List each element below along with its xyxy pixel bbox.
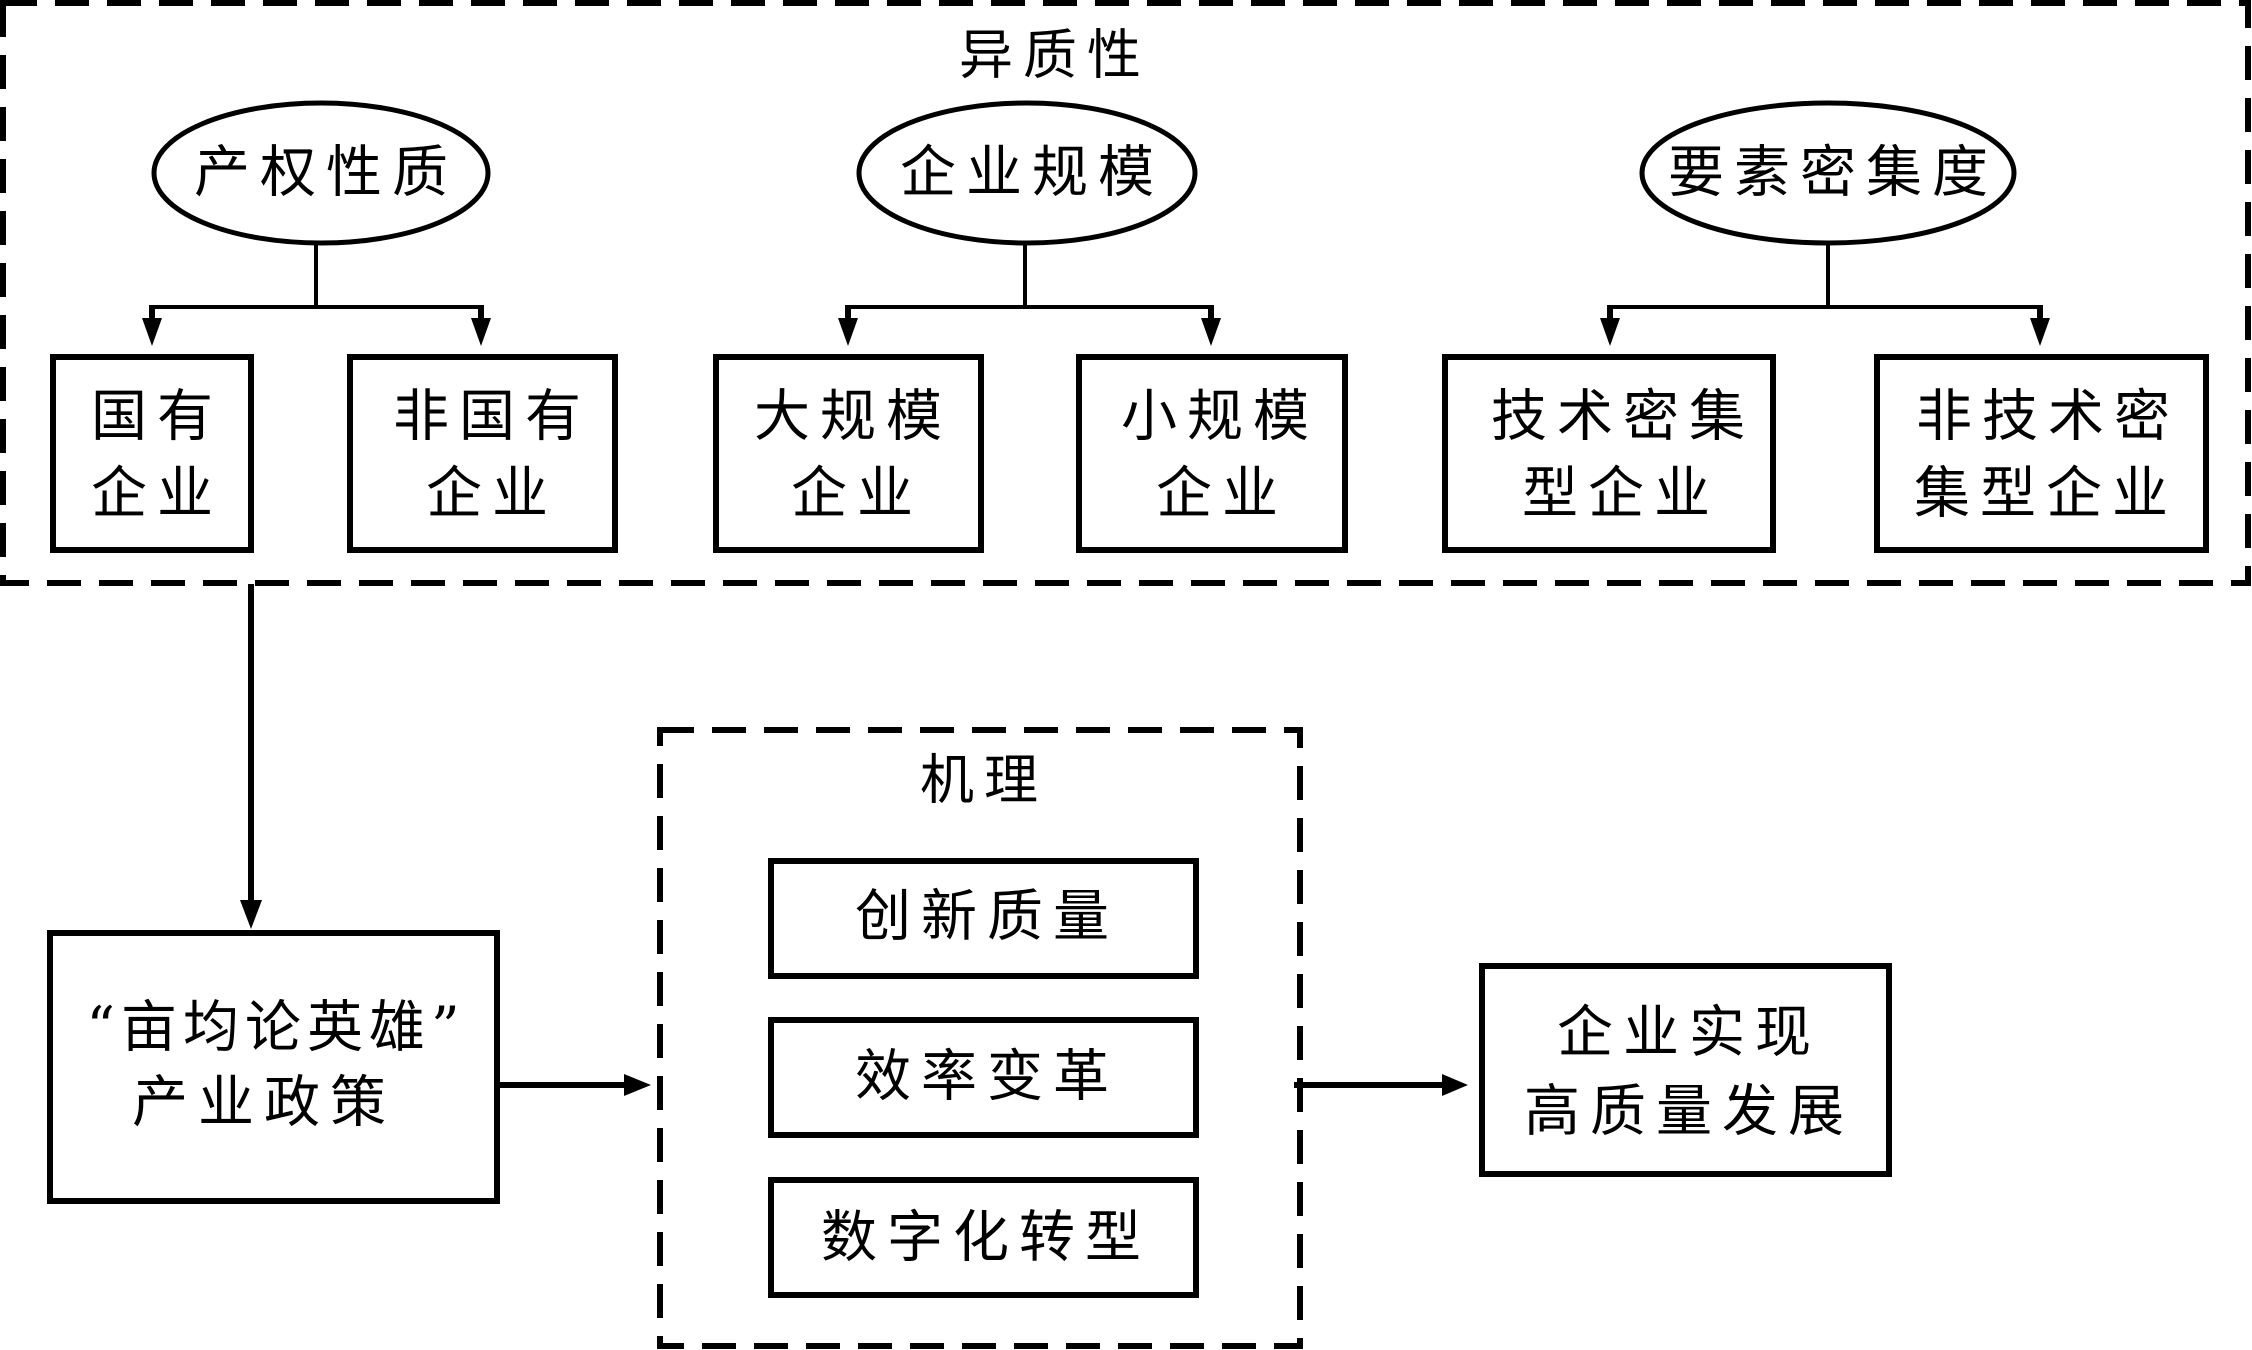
- group-ownership: 产权性质 国有 企业 非国有 企业: [50, 100, 618, 553]
- non-state-owned-line-1: 非国有: [393, 385, 591, 450]
- small-firm-line-2: 企业: [1156, 462, 1288, 527]
- large-firm-line-2: 企业: [791, 462, 923, 527]
- policy-line-2: 产业政策: [132, 1071, 396, 1136]
- ownership-connector: [152, 243, 481, 309]
- large-firm-line-1: 大规模: [754, 385, 952, 450]
- arrowhead-icon: [1442, 1074, 1468, 1096]
- firm-size-label: 企业规模: [900, 141, 1164, 206]
- state-owned-box: [50, 354, 254, 553]
- non-state-owned-box: [347, 354, 618, 553]
- non-tech-intensive-box: [1874, 354, 2209, 553]
- arrowhead-icon: [1201, 318, 1221, 346]
- tech-intensive-line-1: 技术密集: [1491, 385, 1755, 450]
- arrowhead-icon: [240, 900, 262, 929]
- arrow-heterogeneity-to-policy: [240, 584, 262, 929]
- arrow-mechanism-to-outcome: [1294, 1074, 1468, 1096]
- heterogeneity-container: [0, 0, 2251, 586]
- outcome-line-2: 高质量发展: [1524, 1080, 1854, 1145]
- mechanism-item-innovation-quality: 创新质量: [855, 885, 1119, 950]
- tech-intensive-box: [1442, 354, 1776, 553]
- arrowhead-icon: [142, 318, 162, 346]
- arrowhead-icon: [838, 318, 858, 346]
- outcome-line-1: 企业实现: [1557, 1001, 1821, 1066]
- heterogeneity-title: 异质性: [959, 24, 1151, 87]
- outcome-group: 企业实现 高质量发展: [1479, 963, 1892, 1177]
- non-tech-intensive-line-1: 非技术密: [1916, 385, 2180, 450]
- non-tech-intensive-line-2: 集型企业: [1914, 462, 2178, 527]
- small-firm-line-1: 小规模: [1121, 385, 1319, 450]
- mechanism-item-digital-transformation: 数字化转型: [821, 1206, 1151, 1271]
- factor-intensity-connector: [1610, 243, 2040, 309]
- ownership-label: 产权性质: [194, 141, 458, 206]
- non-state-owned-line-2: 企业: [426, 462, 558, 527]
- group-firm-size: 企业规模 大规模 企业 小规模 企业: [713, 100, 1348, 553]
- mechanism-container: [657, 727, 1303, 1349]
- factor-intensity-label: 要素密集度: [1668, 141, 1998, 206]
- mechanism-title: 机理: [920, 749, 1048, 812]
- group-factor-intensity: 要素密集度 技术密集 型企业 非技术密 集型企业: [1442, 100, 2209, 553]
- tech-intensive-line-2: 型企业: [1522, 462, 1720, 527]
- mechanism-item-box: [768, 858, 1199, 979]
- mechanism-item-box: [768, 1177, 1199, 1298]
- state-owned-line-1: 国有: [91, 385, 223, 450]
- large-firm-box: [713, 354, 984, 553]
- arrowhead-icon: [2030, 318, 2050, 346]
- ownership-node: [151, 100, 491, 246]
- small-firm-box: [1076, 354, 1348, 553]
- arrowhead-icon: [471, 318, 491, 346]
- policy-group: “亩均论英雄” 产业政策: [47, 930, 500, 1204]
- policy-line-1: “亩均论英雄”: [86, 996, 465, 1061]
- arrowhead-icon: [624, 1074, 651, 1096]
- mechanism-item-box: [768, 1017, 1199, 1138]
- heterogeneity-group: 异质性 产权性质 国有 企业 非国有 企业 企业规模: [0, 0, 2251, 586]
- outcome-box: [1479, 963, 1892, 1177]
- arrow-policy-to-mechanism: [499, 1074, 651, 1096]
- policy-box: [47, 930, 500, 1204]
- mechanism-group: 机理 创新质量 效率变革 数字化转型: [657, 727, 1303, 1349]
- state-owned-line-2: 企业: [91, 462, 223, 527]
- mechanism-item-efficiency-reform: 效率变革: [855, 1045, 1119, 1110]
- arrowhead-icon: [1600, 318, 1620, 346]
- firm-size-connector: [848, 243, 1211, 309]
